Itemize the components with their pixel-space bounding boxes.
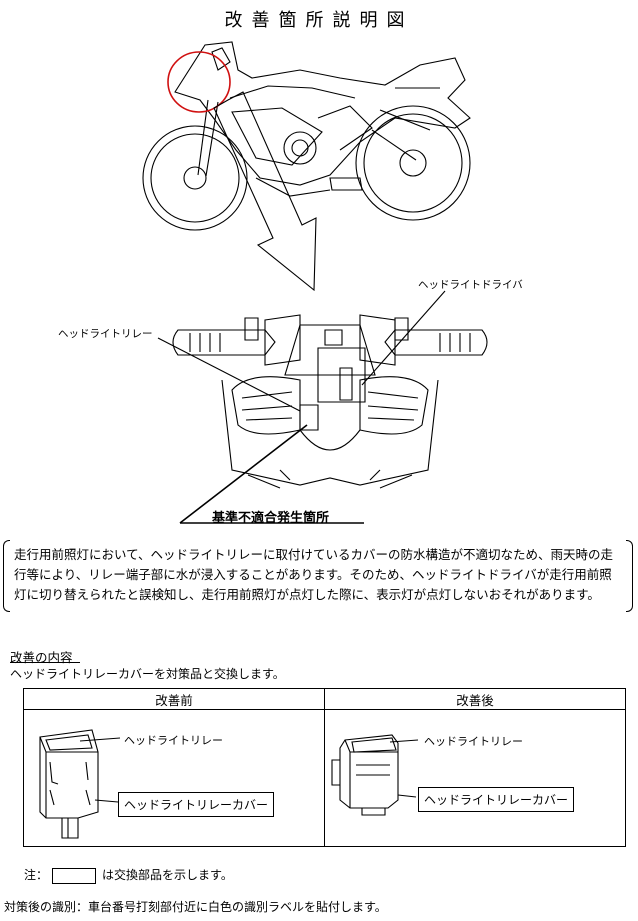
before-cell [23, 709, 325, 847]
driver-label: ヘッドライトドライバ [418, 279, 523, 291]
identification-text: 対策後の識別：車台番号打刻部付近に白色の識別ラベルを貼付します。 [4, 900, 387, 914]
before-relay-cover-drawing [39, 729, 121, 839]
part-comparison-drawings [39, 729, 419, 839]
before-cover-label: ヘッドライトリレーカバー [118, 792, 275, 817]
note: 注： は交換部品を示します。 [24, 866, 233, 884]
motorcycle-diagram [142, 41, 488, 524]
motorcycle-side-view [142, 41, 471, 231]
improvement-heading: 改善の内容 [10, 650, 73, 665]
view-arrow [213, 91, 317, 292]
comparison-table: 改善前 改善後 [23, 688, 626, 847]
after-relay-cover-drawing [331, 734, 419, 816]
motorcycle-front-view [172, 314, 488, 489]
relay-label: ヘッドライトリレー [58, 328, 153, 340]
before-relay-label: ヘッドライトリレー [124, 734, 223, 747]
after-cover-label: ヘッドライトリレーカバー [418, 787, 575, 812]
defect-leader-line [179, 424, 308, 524]
driver-leader-line [361, 290, 446, 386]
after-relay-label: ヘッドライトリレー [424, 735, 523, 748]
relay-leader-line [157, 337, 301, 412]
highlight-circle [167, 51, 231, 113]
after-cell [324, 709, 626, 847]
description-bracket-left [3, 540, 10, 612]
note-box-symbol [52, 867, 97, 884]
improvement-heading-underline [10, 662, 80, 663]
note-prefix: 注： [24, 868, 49, 882]
improvement-text: ヘッドライトリレーカバーを対策品と交換します。 [10, 667, 285, 681]
page-title: 改善箇所説明図 [224, 10, 414, 31]
note-suffix: は交換部品を示します。 [102, 868, 233, 882]
defect-location-label: 基準不適合発生箇所 [212, 511, 330, 526]
description-bracket-right [626, 540, 633, 612]
defect-description: 走行用前照灯において、ヘッドライトリレーに取付けているカバーの防水構造が不適切な… [14, 547, 614, 602]
